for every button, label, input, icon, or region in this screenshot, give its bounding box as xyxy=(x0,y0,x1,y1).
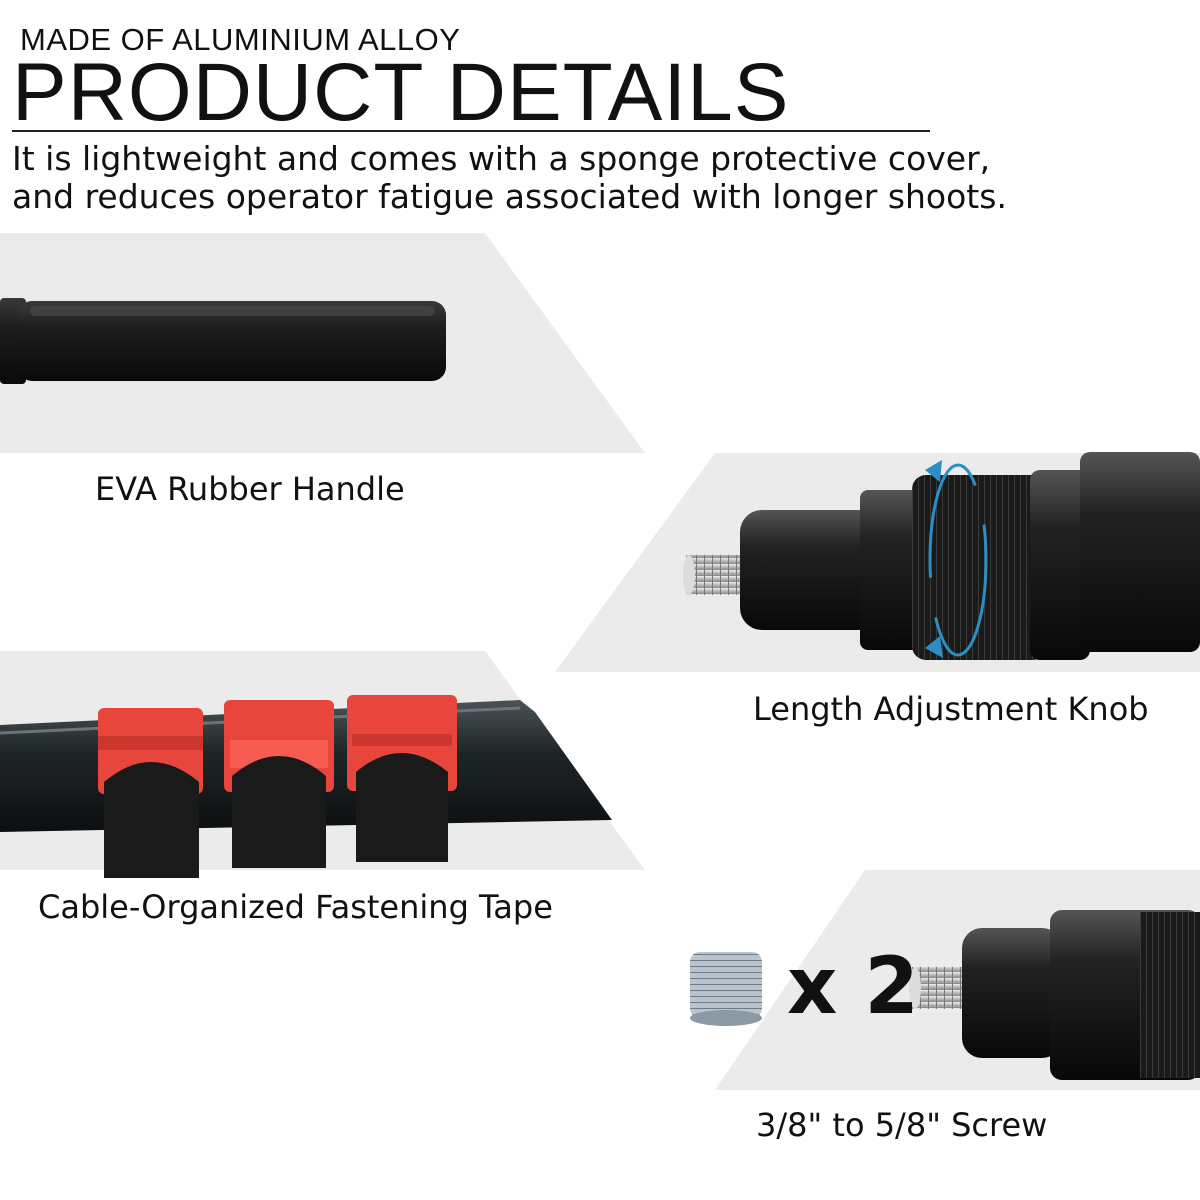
description-line-1: It is lightweight and comes with a spong… xyxy=(12,139,991,178)
tape-image xyxy=(0,695,612,878)
header-kicker: MADE OF ALUMINIUM ALLOY xyxy=(20,22,461,57)
description: It is lightweight and comes with a spong… xyxy=(12,140,1012,216)
handle-caption: EVA Rubber Handle xyxy=(95,470,405,508)
knob-image xyxy=(683,452,1200,660)
screw-caption: 3/8" to 5/8" Screw xyxy=(756,1106,1048,1144)
knob-caption: Length Adjustment Knob xyxy=(753,690,1149,728)
description-line-2: and reduces operator fatigue associated … xyxy=(12,177,1007,216)
page-title: PRODUCT DETAILS xyxy=(12,47,790,138)
screw-quantity: x 2 xyxy=(787,942,919,1032)
screw-image xyxy=(690,910,1200,1080)
tape-caption: Cable-Organized Fastening Tape xyxy=(38,888,553,926)
handle-image xyxy=(0,298,446,384)
title-divider xyxy=(12,130,930,132)
